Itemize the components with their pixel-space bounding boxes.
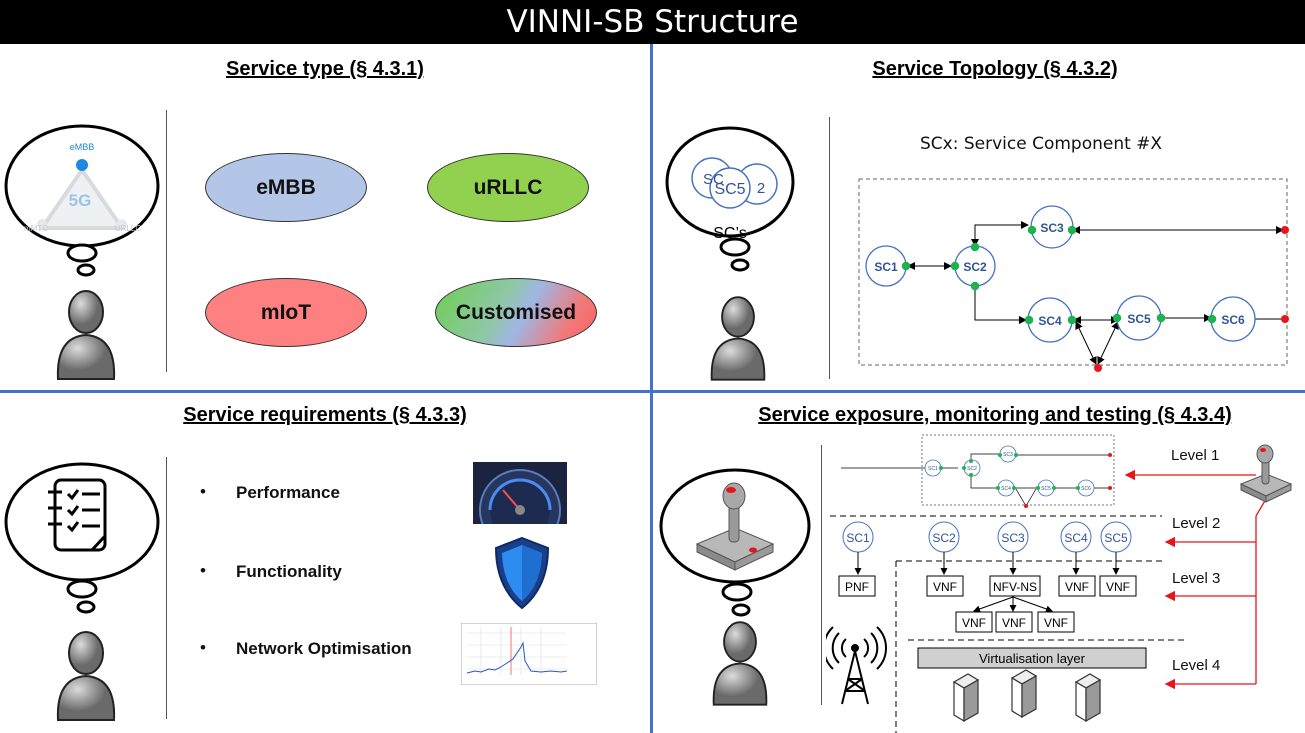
mini-topology: SC1 SC2 SC3 SC4 SC5 SC6 [841, 434, 1115, 508]
checklist-icon [48, 478, 107, 552]
virtualisation-layer: Virtualisation layer [979, 651, 1086, 666]
network-optimisation-item: Network Optimisation [236, 639, 412, 658]
user-avatar-icon [56, 631, 116, 721]
level2-sc1: SC1 [846, 531, 870, 545]
level-4-label: Level 4 [1172, 657, 1221, 674]
bullet: • [200, 638, 206, 657]
user-avatar-icon [56, 290, 116, 380]
sc6-label: SC6 [1221, 313, 1245, 327]
joystick-icon [695, 482, 775, 571]
service-exposure-title: Service exposure, monitoring and testing… [758, 404, 1232, 426]
vnf-box: VNF [933, 580, 957, 594]
sc2-label: SC2 [963, 260, 987, 274]
page-title: VINNI-SB Structure [0, 0, 1305, 44]
shield-icon [494, 536, 550, 610]
mini-sc4: SC4 [1001, 486, 1011, 492]
user-avatar-icon [710, 296, 766, 381]
level2-sc5: SC5 [1104, 531, 1128, 545]
vnf-box: VNF [962, 616, 986, 630]
bubble-sc2-label: 2 [757, 180, 765, 197]
mini-sc3: SC3 [1003, 452, 1013, 458]
bubble-sc5-label: SC5 [714, 181, 745, 198]
level-1-label: Level 1 [1171, 447, 1220, 464]
thought-bubble-joystick [659, 468, 811, 617]
level-2-label: Level 2 [1172, 515, 1221, 532]
5g-triangle-icon [37, 159, 127, 230]
q1-separator [166, 110, 167, 372]
functionality-item: Functionality [236, 562, 342, 581]
urllc-icon-label: URLLC [115, 224, 141, 233]
vnf-box: VNF [1002, 616, 1026, 630]
bullet: • [200, 482, 206, 501]
mini-sc6: SC6 [1081, 486, 1091, 492]
mini-sc1: SC1 [928, 466, 938, 472]
graph-icon [461, 623, 597, 685]
bubble-sc-label: SC [703, 171, 724, 188]
small-joystick-icon [1239, 444, 1293, 503]
sc1-label: SC1 [874, 260, 898, 274]
urllc-type: uRLLC [427, 153, 589, 222]
thought-bubble-5g: eMBB 5G mMTC URLLC [4, 124, 160, 277]
server-icons [952, 669, 1102, 723]
embb-icon-label: eMBB [70, 142, 95, 152]
antenna-icon [826, 626, 887, 705]
5g-label: 5G [69, 191, 92, 210]
embb-type: eMBB [205, 153, 367, 222]
service-type-title: Service type (§ 4.3.1) [226, 58, 424, 80]
miot-type: mIoT [205, 278, 367, 347]
level2-sc2: SC2 [932, 531, 956, 545]
q4-separator [821, 445, 822, 705]
performance-item: Performance [236, 483, 340, 502]
topology-legend: SCx: Service Component #X [920, 134, 1163, 154]
vertical-divider [650, 44, 653, 733]
q3-separator [166, 457, 167, 719]
speedometer-icon [473, 462, 567, 524]
vnf-box: VNF [1044, 616, 1068, 630]
bullet: • [200, 561, 206, 580]
mini-sc2: SC2 [967, 466, 977, 472]
level-3-label: Level 3 [1172, 570, 1221, 587]
thought-bubble-scs: SC 2 SC5 SC’s [665, 126, 795, 272]
service-requirements-title: Service requirements (§ 4.3.3) [183, 404, 467, 426]
service-topology-title: Service Topology (§ 4.3.2) [872, 58, 1118, 80]
endpoint-dots [1094, 226, 1289, 372]
nfvns-box: NFV-NS [993, 580, 1037, 594]
user-avatar-icon [712, 621, 768, 706]
mini-sc5: SC5 [1041, 486, 1051, 492]
thought-bubble-checklist [4, 462, 160, 614]
q2-separator [829, 117, 830, 379]
bubble-scs-label: SC’s [713, 225, 747, 242]
vnf-box: VNF [1065, 580, 1089, 594]
horizontal-divider [0, 390, 1305, 393]
service-levels-diagram: SC1 SC2 SC3 SC4 SC5 SC6 SC1 SC2 SC3 SC4 … [826, 434, 1293, 733]
sc4-label: SC4 [1038, 314, 1062, 328]
topology-diagram: SC1 SC2 SC3 SC4 SC5 SC6 [858, 178, 1289, 372]
level2-sc3: SC3 [1001, 531, 1025, 545]
sc3-label: SC3 [1040, 221, 1064, 235]
level2-sc4: SC4 [1064, 531, 1088, 545]
pnf-box: PNF [845, 580, 869, 594]
customised-type: Customised [435, 278, 597, 347]
port-dots [901, 225, 1217, 325]
sc5-label: SC5 [1127, 312, 1151, 326]
vnf-box: VNF [1106, 580, 1130, 594]
mmtc-icon-label: mMTC [24, 224, 48, 233]
